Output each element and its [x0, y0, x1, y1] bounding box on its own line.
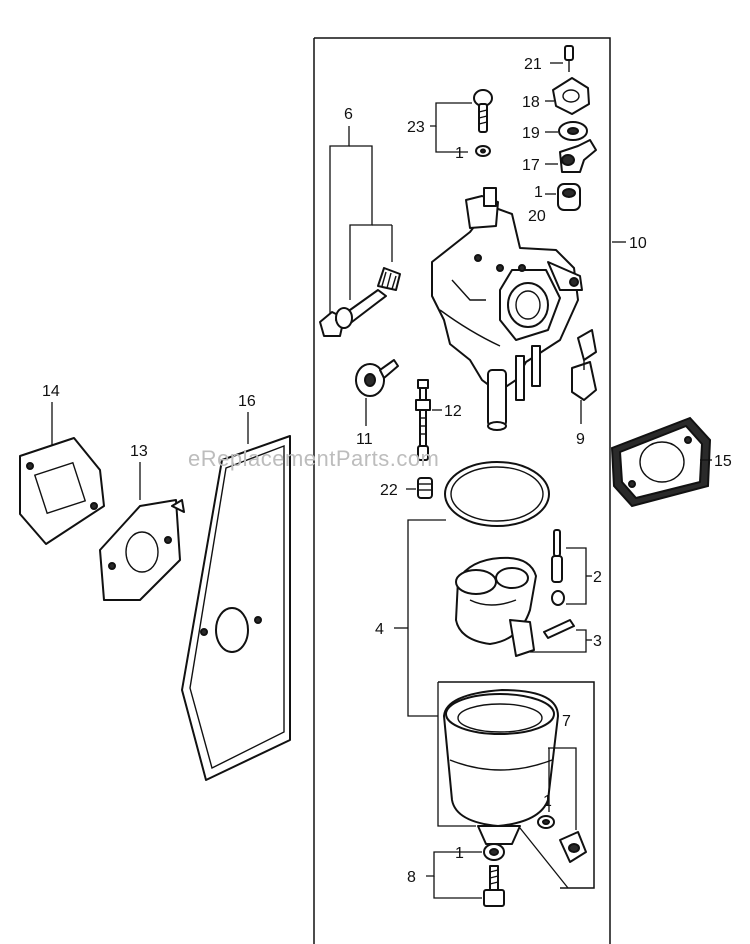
callout-18: 18 — [522, 94, 540, 111]
part-8-bowl-bolt[interactable] — [483, 865, 505, 907]
callout-9: 9 — [576, 431, 585, 448]
part-17-lever[interactable] — [559, 139, 597, 173]
callout-13: 13 — [130, 443, 148, 460]
callout-1-near-7: 1 — [543, 793, 552, 810]
part-4-float-bowl[interactable] — [443, 689, 559, 845]
watermark: eReplacementParts.com — [188, 446, 439, 471]
part-23-screw[interactable] — [473, 89, 493, 133]
callout-11: 11 — [356, 431, 373, 448]
part-1-washer-near-23[interactable] — [475, 145, 491, 157]
part-4-float-bowl-gasket[interactable] — [444, 461, 550, 527]
part-4-float[interactable] — [455, 556, 537, 657]
callout-10: 10 — [629, 235, 647, 252]
part-3-float-pin[interactable] — [543, 619, 575, 639]
part-19-washer[interactable] — [558, 121, 588, 141]
callout-22: 22 — [380, 482, 398, 499]
callout-16: 16 — [238, 393, 256, 410]
callout-6: 6 — [344, 106, 353, 123]
callout-4: 4 — [375, 621, 384, 638]
callout-12: 12 — [444, 403, 462, 420]
callout-1-near-23: 1 — [455, 145, 464, 162]
assembly-frame — [314, 37, 611, 944]
part-1-washer-near-7[interactable] — [537, 815, 555, 829]
part-14-gasket[interactable] — [19, 437, 105, 545]
part-1-washer-near-8[interactable] — [483, 843, 505, 861]
callout-17: 17 — [522, 157, 540, 174]
part-6-pilot-screw-set[interactable] — [319, 267, 401, 337]
callout-3: 3 — [593, 633, 602, 650]
part-21-screw[interactable] — [564, 45, 574, 72]
part-15-gasket[interactable] — [610, 416, 712, 508]
part-22-main-jet[interactable] — [417, 477, 433, 499]
callout-2: 2 — [593, 569, 602, 586]
part-12-main-nozzle[interactable] — [415, 379, 431, 461]
part-7-drain-bolt[interactable] — [559, 831, 587, 863]
callout-21: 21 — [524, 56, 542, 73]
part-18-cover[interactable] — [552, 77, 590, 115]
callout-23: 23 — [407, 119, 425, 136]
part-11-throttle-stop-screw[interactable] — [355, 359, 399, 397]
callout-1-near-8: 1 — [455, 845, 464, 862]
part-2-float-valve[interactable] — [551, 529, 565, 606]
part-16-plate[interactable] — [181, 435, 291, 781]
part-13-insulator[interactable] — [99, 499, 185, 601]
callout-8: 8 — [407, 869, 416, 886]
callout-1-near-20: 1 — [534, 184, 543, 201]
part-10-carburetor-body[interactable] — [431, 187, 583, 431]
callout-7: 7 — [562, 713, 571, 730]
callout-14: 14 — [42, 383, 60, 400]
callout-15: 15 — [714, 453, 732, 470]
callout-20: 20 — [528, 208, 546, 225]
callout-19: 19 — [522, 125, 540, 142]
part-9-clip[interactable] — [571, 329, 597, 401]
part-20-seal[interactable] — [557, 183, 581, 211]
